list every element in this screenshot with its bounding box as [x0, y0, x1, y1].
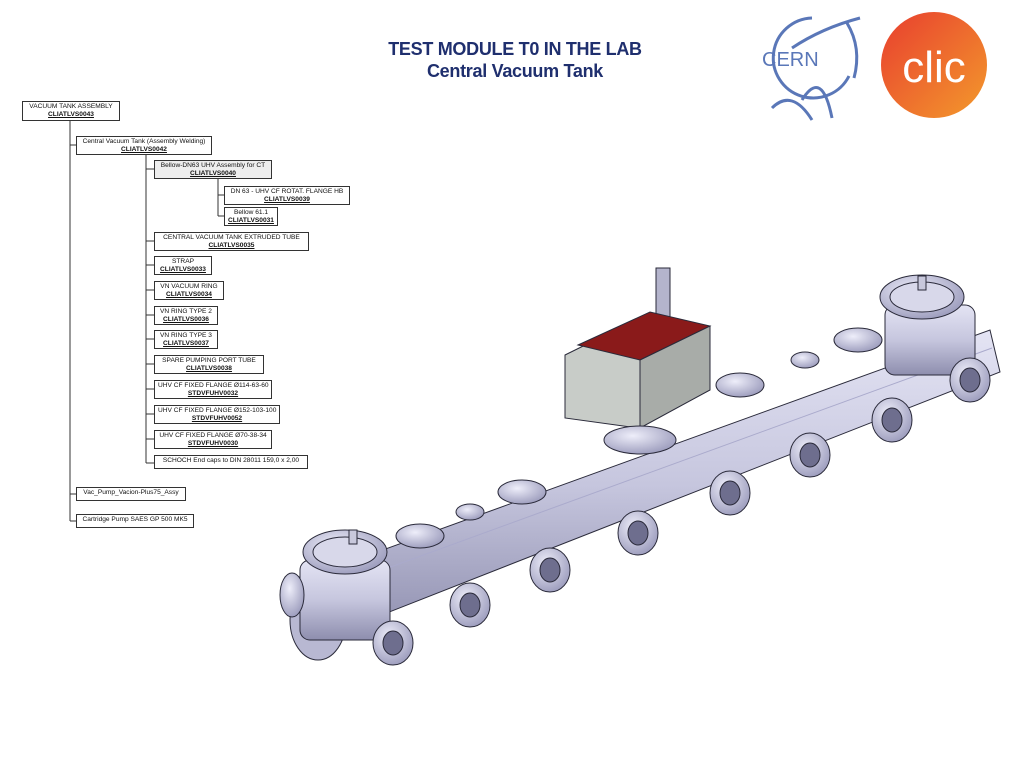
node-name: VN RING TYPE 2	[160, 308, 212, 315]
node-name: UHV CF FIXED FLANGE Ø152-103-100	[158, 407, 277, 414]
tree-node-dn63-rotat-flange: DN 63 - UHV CF ROTAT. FLANGE HB CLIATLVS…	[224, 186, 350, 205]
cern-logo-text: CERN	[762, 49, 819, 71]
clic-logo-text: clic	[902, 43, 966, 92]
tree-node-vn-ring-type-2: VN RING TYPE 2 CLIATLVS0036	[154, 306, 218, 325]
node-code: STDVFUHV0032	[187, 390, 239, 397]
node-name: VN VACUUM RING	[160, 283, 218, 290]
node-name: DN 63 - UHV CF ROTAT. FLANGE HB	[230, 188, 344, 195]
tree-node-cartridge-pump: Cartridge Pump SAES GP 500 MK5	[76, 514, 194, 528]
node-name: UHV CF FIXED FLANGE Ø114-63-60	[158, 382, 269, 389]
node-code: STDVFUHV0030	[187, 440, 239, 447]
title-line-2: Central Vacuum Tank	[426, 61, 604, 81]
node-code: CLIATLVS0040	[190, 170, 236, 177]
node-code: CLIATLVS0036	[163, 316, 209, 323]
tree-node-vn-ring-type-3: VN RING TYPE 3 CLIATLVS0037	[154, 330, 218, 349]
node-name: STRAP	[172, 258, 194, 265]
node-code: CLIATLVS0038	[186, 365, 232, 372]
node-code: CLIATLVS0037	[163, 340, 209, 347]
tree-node-schoch-end-caps: SCHOCH End caps to DIN 28011 159,0 x 2,0…	[154, 455, 308, 469]
node-code: STDVFUHV0052	[191, 415, 243, 422]
node-code: CLIATLVS0034	[166, 291, 212, 298]
tree-node-vn-vacuum-ring: VN VACUUM RING CLIATLVS0034	[154, 281, 224, 300]
node-code: CLIATLVS0043	[48, 111, 94, 118]
node-name: Bellow-DN63 UHV Assembly for CT	[160, 162, 266, 169]
page-title: TEST MODULE T0 IN THE LAB Central Vacuum…	[300, 38, 730, 82]
node-code: CLIATLVS0035	[208, 242, 255, 249]
cern-logo: CERN	[762, 16, 861, 121]
node-name: SPARE PUMPING PORT TUBE	[162, 357, 256, 364]
node-name: Cartridge Pump SAES GP 500 MK5	[82, 516, 188, 523]
node-name: CENTRAL VACUUM TANK EXTRUDED TUBE	[163, 234, 300, 241]
node-name: VACUUM TANK ASSEMBLY	[29, 103, 113, 110]
tree-node-uhv-flange-70: UHV CF FIXED FLANGE Ø70-38-34 STDVFUHV00…	[154, 430, 272, 449]
tree-node-uhv-flange-152: UHV CF FIXED FLANGE Ø152-103-100 STDVFUH…	[154, 405, 280, 424]
node-name: VN RING TYPE 3	[160, 332, 212, 339]
tree-node-bellow-61-1: Bellow 61.1 CLIATLVS0031	[224, 207, 278, 226]
node-code: CLIATLVS0042	[121, 146, 167, 153]
title-line-1: TEST MODULE T0 IN THE LAB	[388, 39, 642, 59]
node-code: CLIATLVS0039	[264, 196, 310, 203]
tree-node-vac-pump-vacion: Vac_Pump_Vacion-Plus75_Assy	[76, 487, 186, 501]
tree-node-vacuum-tank-assembly: VACUUM TANK ASSEMBLY CLIATLVS0043	[22, 101, 120, 121]
node-name: UHV CF FIXED FLANGE Ø70-38-34	[159, 432, 267, 439]
tree-node-spare-pumping-port-tube: SPARE PUMPING PORT TUBE CLIATLVS0038	[154, 355, 264, 374]
node-code: CLIATLVS0031	[228, 217, 274, 224]
node-name: Central Vacuum Tank (Assembly Welding)	[82, 138, 206, 145]
clic-logo: clic	[881, 12, 987, 118]
tree-node-uhv-flange-114: UHV CF FIXED FLANGE Ø114-63-60 STDVFUHV0…	[154, 380, 272, 399]
tree-node-central-vacuum-tank: Central Vacuum Tank (Assembly Welding) C…	[76, 136, 212, 155]
node-name: SCHOCH End caps to DIN 28011 159,0 x 2,0…	[162, 457, 300, 464]
node-name: Vac_Pump_Vacion-Plus75_Assy	[83, 489, 179, 496]
tree-node-bellow-dn63: Bellow-DN63 UHV Assembly for CT CLIATLVS…	[154, 160, 272, 179]
node-code: CLIATLVS0033	[160, 266, 206, 273]
tree-node-strap: STRAP CLIATLVS0033	[154, 256, 212, 275]
tree-node-extruded-tube: CENTRAL VACUUM TANK EXTRUDED TUBE CLIATL…	[154, 232, 309, 251]
node-name: Bellow 61.1	[233, 209, 269, 216]
